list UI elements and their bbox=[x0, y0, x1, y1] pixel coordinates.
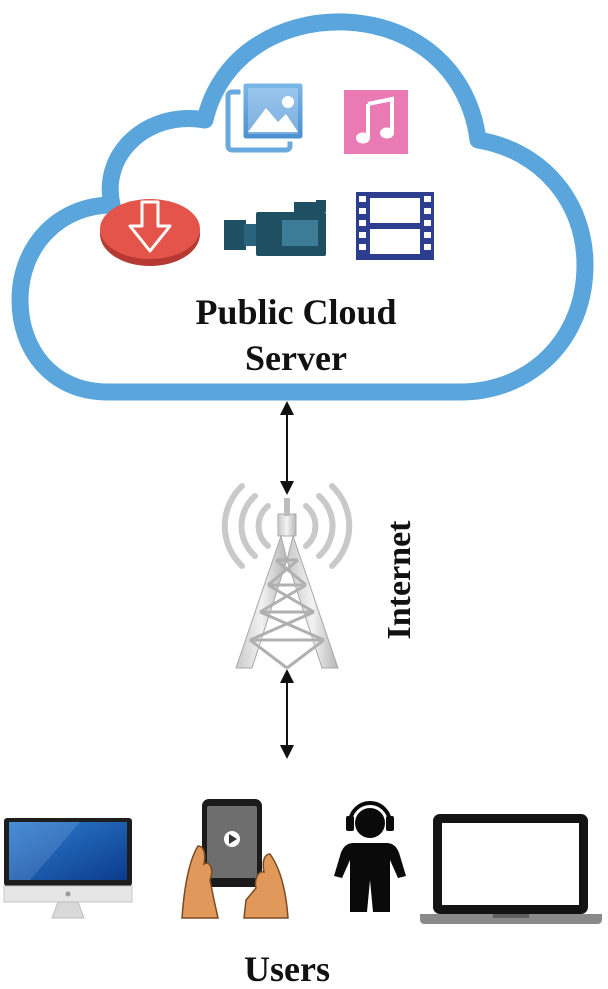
film-strip-icon bbox=[356, 192, 434, 260]
users-label: Users bbox=[244, 949, 330, 989]
video-camera-icon bbox=[224, 200, 326, 256]
cell-tower-icon bbox=[221, 483, 353, 670]
music-icon bbox=[344, 90, 408, 154]
cloud-title-line1: Public Cloud bbox=[195, 292, 396, 332]
desktop-monitor-icon bbox=[3, 818, 133, 919]
photos-icon bbox=[225, 80, 306, 153]
internet-label: Internet bbox=[381, 520, 418, 640]
download-icon bbox=[100, 199, 200, 266]
smartphone-in-hands-icon bbox=[181, 799, 289, 919]
cloud-title-line2: Server bbox=[245, 338, 347, 378]
person-with-headphones-icon bbox=[334, 801, 406, 912]
cloud-server: Public Cloud Server bbox=[11, 13, 594, 401]
laptop-icon bbox=[420, 814, 602, 924]
